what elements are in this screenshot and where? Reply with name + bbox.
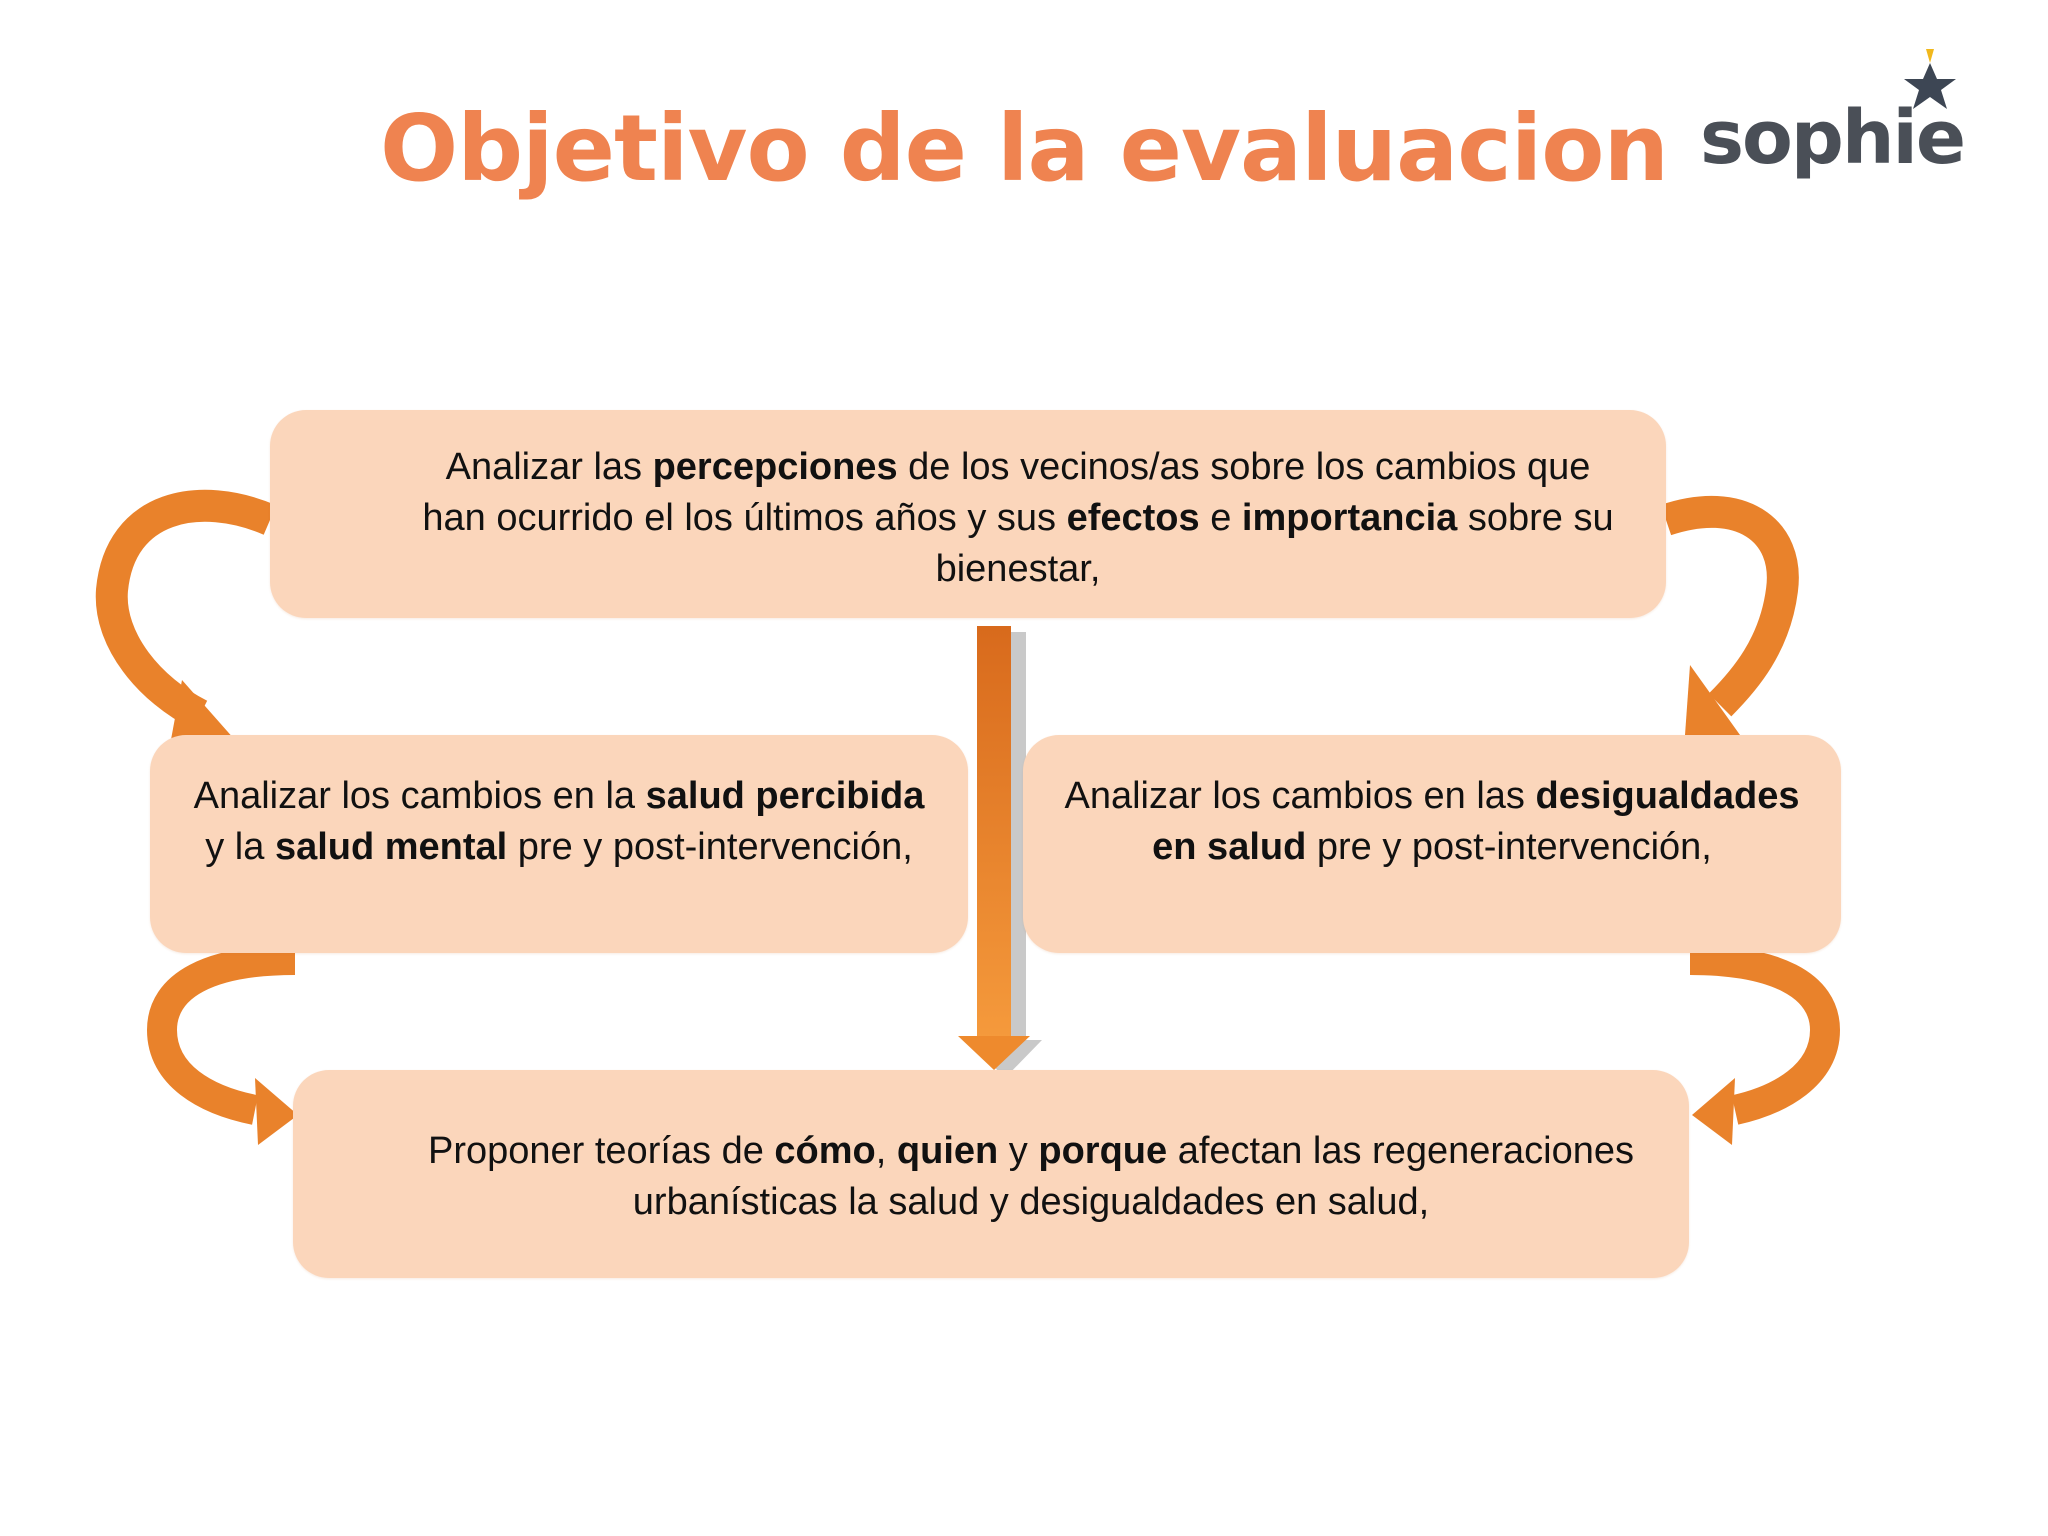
box-text: afectan las regeneraciones urbanísticas … [632, 1130, 1634, 1223]
box-text: Analizar los cambios en las [1064, 775, 1536, 817]
logo-text: sophie [1700, 95, 1966, 181]
box-text: Analizar las [445, 446, 653, 488]
box-text: Analizar los cambios en la [193, 775, 646, 817]
box-text: Proponer teorías de [427, 1130, 775, 1172]
curved-arrow-top-left [95, 489, 277, 745]
objective-box-top: Analizar las percepciones de los vecinos… [270, 410, 1666, 618]
objective-box-bottom: Proponer teorías de cómo, quien y porque… [293, 1070, 1689, 1278]
star-icon [1904, 49, 1956, 109]
box-text: y la [205, 826, 275, 868]
objective-box-left: Analizar los cambios en la salud percibi… [150, 735, 968, 953]
curved-arrow-bottom-right [1689, 945, 1841, 1145]
box-bold-text: efectos [1066, 497, 1200, 539]
box-bold-text: quien [896, 1130, 999, 1172]
box-bold-text: salud percibida [645, 775, 925, 817]
box-text: , [875, 1130, 897, 1172]
objective-box-right: Analizar los cambios en las desigualdade… [1023, 735, 1841, 953]
page-title: Objetivo de la evaluacion [380, 95, 1669, 202]
box-bold-text: importancia [1241, 497, 1458, 539]
box-bold-text: desigualdades en salud [1152, 775, 1800, 868]
box-text: de los vecinos/as sobre los cambios que … [422, 446, 1591, 539]
curved-arrow-bottom-left [146, 945, 298, 1145]
box-text: sobre su bienestar, [935, 497, 1614, 590]
box-text: pre y post-intervención, [1306, 826, 1712, 868]
box-text: e [1199, 497, 1242, 539]
curved-arrow-top-right [1660, 495, 1799, 735]
box-bold-text: salud mental [274, 826, 508, 868]
box-bold-text: cómo [774, 1130, 876, 1172]
box-bold-text: percepciones [652, 446, 898, 488]
box-text: pre y post-intervención, [507, 826, 913, 868]
box-bold-text: porque [1038, 1130, 1168, 1172]
box-text: y [998, 1130, 1039, 1172]
down-arrow [958, 626, 1042, 1078]
